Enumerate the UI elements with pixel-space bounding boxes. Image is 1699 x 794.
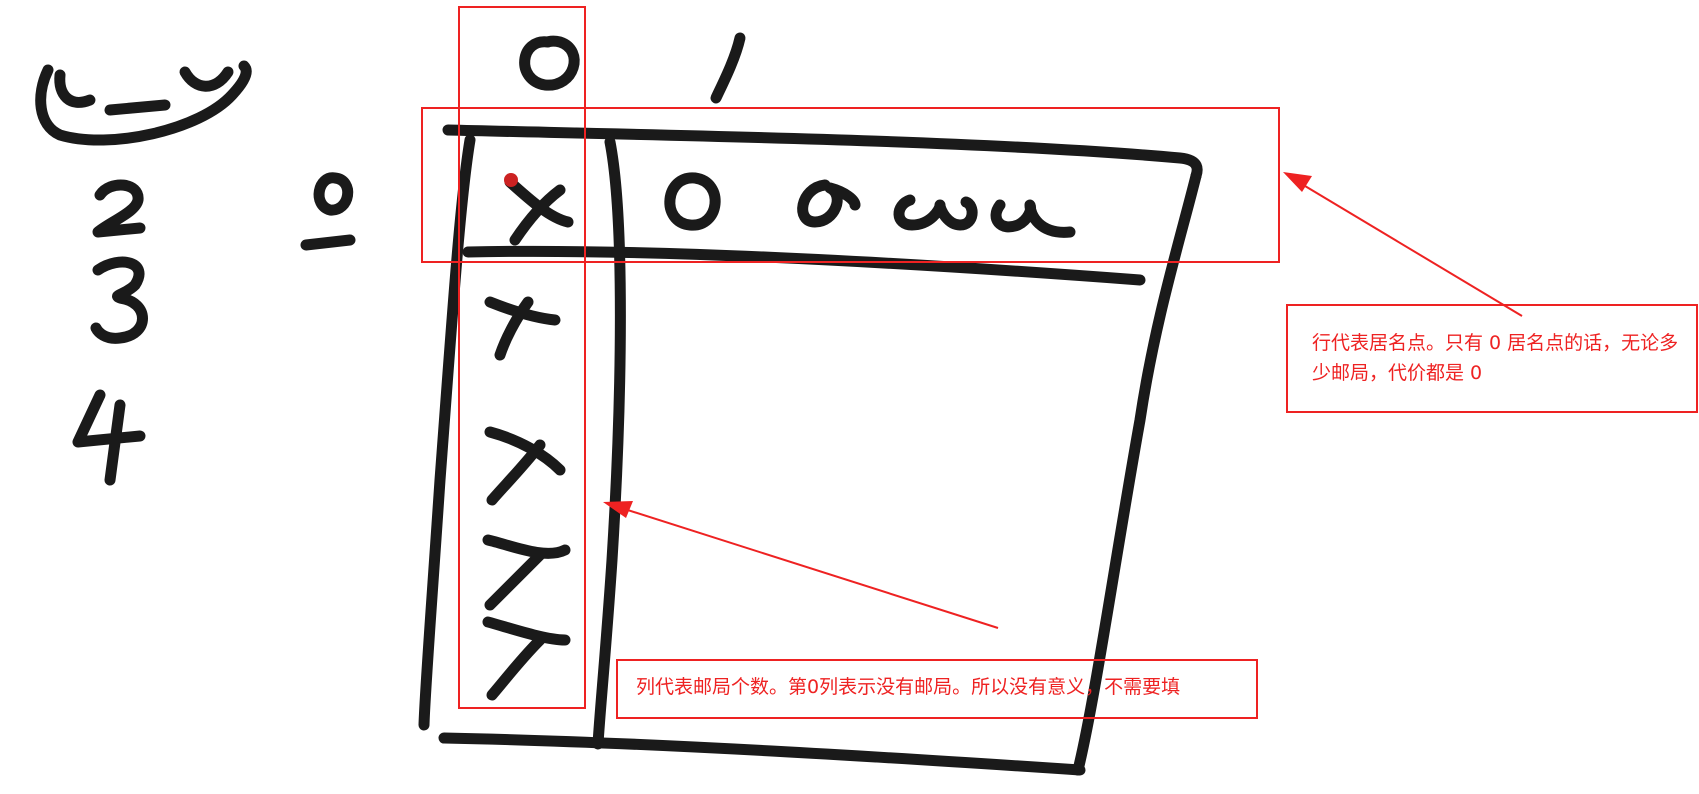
- circled-fragment: [35, 60, 252, 146]
- digit-3-stroke: [90, 256, 148, 344]
- row-note-arrow-head: [1283, 172, 1312, 192]
- table-right-border: [1072, 170, 1202, 776]
- row-note-box: [1286, 304, 1698, 413]
- red-dot: [504, 173, 518, 187]
- circled-digit-stroke-2: [179, 66, 234, 92]
- table-left-border: [418, 134, 476, 731]
- column-highlight-box: [458, 6, 586, 709]
- column-note-arrow-head: [603, 501, 633, 518]
- circled-underscore-stroke: [104, 99, 171, 116]
- digit-4-stroke: [72, 389, 146, 486]
- digit-2-stroke: [92, 179, 146, 238]
- column-header-one-stroke: [710, 32, 746, 104]
- x-mark-row-2: [484, 426, 566, 506]
- table-header-divider: [462, 245, 1146, 286]
- x-mark-row-4: [482, 616, 571, 701]
- row-note-arrow-line: [1289, 176, 1523, 317]
- x-mark-row-1: [484, 296, 561, 361]
- x-mark-row-0: [504, 176, 574, 246]
- column-header-zero-stroke: [519, 35, 580, 91]
- header-value-zero-1: [664, 172, 721, 231]
- circle-stroke: [35, 60, 252, 146]
- row-header-zero-stroke: [313, 172, 354, 216]
- table-column-divider: [592, 136, 626, 750]
- row-header-underscore-stroke: [300, 234, 356, 251]
- table-bottom-border: [438, 732, 1086, 776]
- column-note-box: [616, 659, 1258, 719]
- table-top-border: [442, 124, 1203, 182]
- row-note-text: 行代表居名点。只有 0 居名点的话，无论多少邮局，代价都是 0: [1312, 332, 1679, 384]
- row-highlight-box: [421, 107, 1280, 263]
- x-mark-row-3: [482, 534, 571, 611]
- header-value-zero-3: [893, 194, 978, 231]
- circled-digit-stroke: [54, 69, 96, 108]
- header-value-zero-4: [990, 199, 1076, 238]
- column-note-arrow-line: [611, 504, 999, 629]
- header-value-zero-2: [797, 179, 861, 228]
- column-note-text: 列代表邮局个数。第0列表示没有邮局。所以没有意义，不需要填: [636, 676, 1181, 698]
